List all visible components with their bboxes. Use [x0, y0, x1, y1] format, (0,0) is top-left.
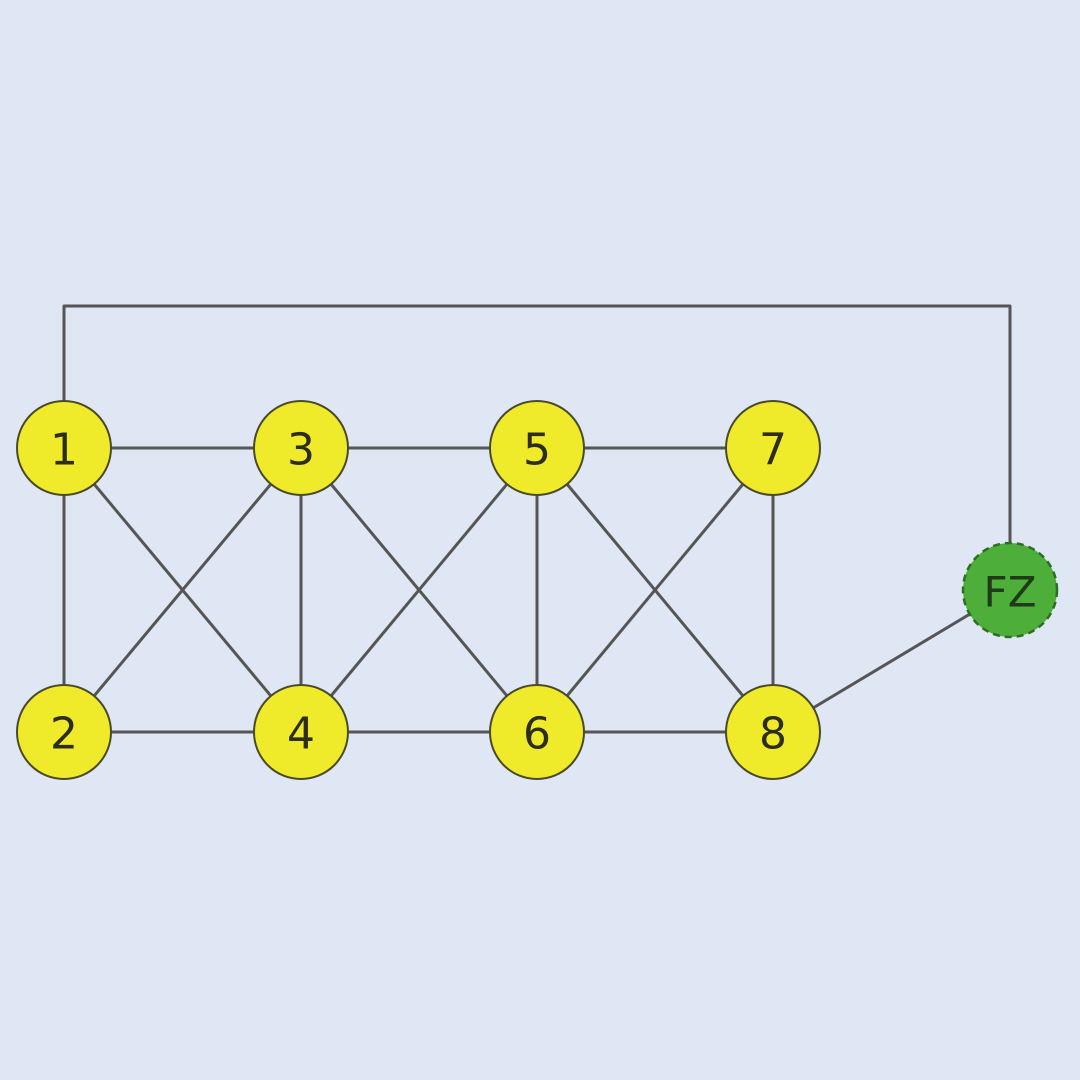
node-2-label: 2	[50, 709, 78, 760]
node-8-circle	[725, 684, 821, 780]
node-8-label: 8	[759, 709, 787, 760]
node-5-circle	[489, 400, 585, 496]
node-8: 8	[725, 684, 821, 780]
node-2-circle	[16, 684, 112, 780]
node-fz: FZ	[961, 541, 1059, 639]
node-3-label: 3	[287, 425, 315, 476]
node-6-circle	[489, 684, 585, 780]
node-7-circle	[725, 400, 821, 496]
node-2: 2	[16, 684, 112, 780]
node-1-label: 1	[50, 425, 78, 476]
node-4-circle	[253, 684, 349, 780]
edge-3-2	[62, 446, 303, 734]
node-5: 5	[489, 400, 585, 496]
node-7-label: 7	[759, 425, 787, 476]
edge-7-6	[535, 446, 775, 734]
node-3-circle	[253, 400, 349, 496]
node-4: 4	[253, 684, 349, 780]
node-3: 3	[253, 400, 349, 496]
node-7: 7	[725, 400, 821, 496]
node-1-circle	[16, 400, 112, 496]
node-fz-label: FZ	[984, 568, 1037, 617]
node-fz-circle	[961, 541, 1059, 639]
edge-1-FZ	[62, 304, 1012, 592]
node-4-label: 4	[287, 709, 315, 760]
node-6: 6	[489, 684, 585, 780]
node-1: 1	[16, 400, 112, 496]
node-6-label: 6	[523, 709, 551, 760]
nodes-layer: 1 2 3 4 5 6 7 8 FZ	[16, 400, 1059, 780]
edge-5-4	[299, 446, 539, 734]
node-5-label: 5	[523, 425, 551, 476]
